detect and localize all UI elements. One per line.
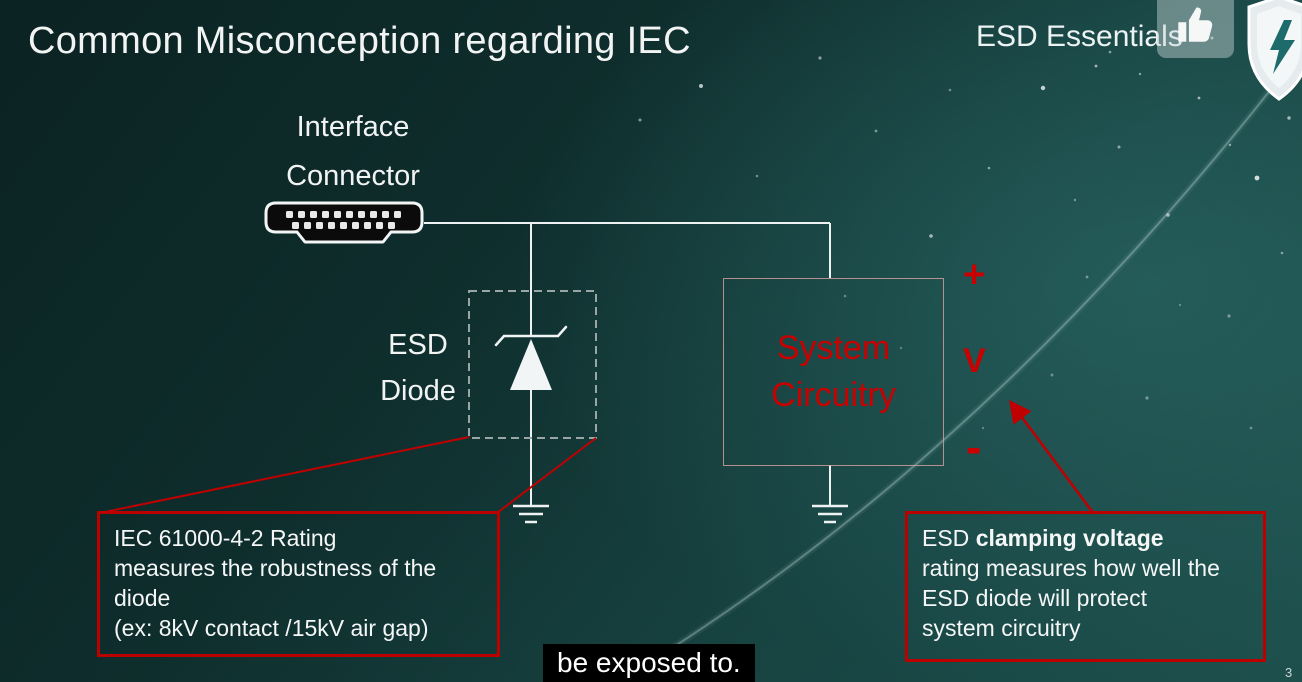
system-box-line2: Circuitry: [771, 376, 896, 414]
esd-diode-label-line1: ESD: [388, 329, 448, 361]
system-circuitry-box: System Circuitry: [723, 278, 944, 466]
ground-symbol-left: [513, 504, 549, 524]
subtitle-caption: be exposed to.: [543, 644, 755, 682]
esd-diode-symbol: [494, 325, 568, 390]
connector-label-line1: Interface: [296, 111, 410, 143]
dashed-highlight-box: [468, 290, 597, 439]
callout-left-line4: (ex: 8kV contact /15kV air gap): [114, 615, 429, 641]
clamping-arrow: [1009, 399, 1096, 515]
system-box-line1: System: [776, 329, 891, 367]
callout-right-line4: system circuitry: [922, 615, 1081, 641]
voltage-v: V: [963, 342, 986, 380]
thumbs-up-overlay: [1157, 0, 1234, 58]
callout-iec-rating: IEC 61000-4-2 Rating measures the robust…: [97, 511, 500, 657]
callout-left-line3: diode: [114, 585, 171, 611]
callout-clamping-voltage: ESD clamping voltage rating measures how…: [905, 511, 1266, 662]
leader-line-right: [496, 437, 597, 514]
callout-right-line2: rating measures how well the: [922, 555, 1220, 581]
leader-line-left: [99, 436, 470, 514]
callout-left-line2: measures the robustness of the: [114, 555, 437, 581]
slide-title: Common Misconception regarding IEC: [28, 20, 691, 62]
callout-right-line1-bold: clamping voltage: [975, 525, 1164, 551]
page-number: 3: [1285, 665, 1293, 680]
esd-diode-label-line2: Diode: [380, 375, 456, 407]
hdmi-connector-icon: [264, 201, 424, 244]
connector-label: Interface Connector: [258, 103, 448, 201]
esd-diode-label: ESD Diode: [372, 322, 464, 414]
callout-right-line3: ESD diode will protect: [922, 585, 1147, 611]
voltage-minus: -: [966, 421, 982, 473]
callout-right-line1: ESD clamping voltage: [922, 523, 1249, 553]
circuit-wires: [424, 222, 831, 505]
connector-label-line2: Connector: [286, 160, 420, 192]
shield-logo-icon: [1243, 0, 1302, 106]
callout-left-line1: IEC 61000-4-2 Rating: [114, 525, 337, 551]
thumbs-up-icon: [1177, 7, 1212, 42]
callout-right-line1-prefix: ESD: [922, 525, 976, 551]
light-streak: [670, 49, 1302, 651]
light-streak: [671, 51, 1301, 649]
brand-text: ESD Essentials: [976, 20, 1183, 53]
ground-symbol-right: [812, 504, 848, 524]
voltage-plus: +: [963, 254, 986, 296]
